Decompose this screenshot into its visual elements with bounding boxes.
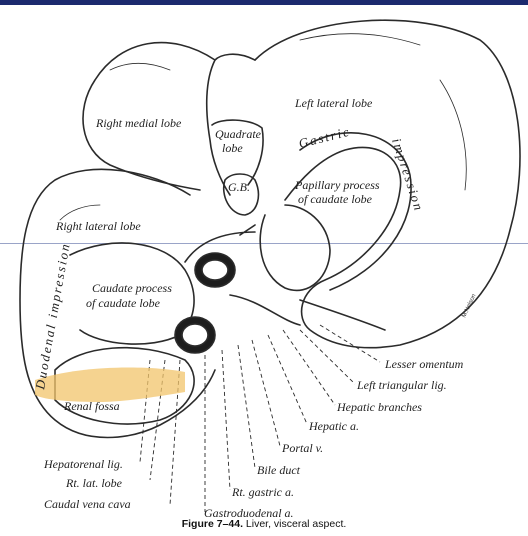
caption-text: Liver, visceral aspect.	[245, 518, 347, 530]
guide-line	[0, 243, 528, 244]
label-rt-lat-lobe: Rt. lat. lobe	[65, 476, 123, 490]
label-hepatic-branches: Hepatic branches	[336, 400, 422, 414]
label-hepatic-a: Hepatic a.	[308, 419, 359, 433]
right-lateral-lobe-outline	[19, 168, 216, 439]
label-gastric: Gastric	[297, 124, 352, 151]
label-papillary-1: Papillary process	[294, 178, 380, 192]
label-quadrate-1: Quadrate	[215, 127, 262, 141]
top-border-bar	[0, 0, 528, 5]
label-duodenal-impression: Duodenal impression	[32, 241, 73, 391]
label-right-lateral-lobe: Right lateral lobe	[55, 219, 141, 233]
gastric-impression-edge	[299, 132, 412, 291]
right-medial-lobe-outline	[82, 41, 216, 191]
label-bile-duct: Bile duct	[257, 463, 301, 477]
label-caudal-vena-cava: Caudal vena cava	[44, 497, 131, 511]
caudate-process-outline	[69, 242, 195, 345]
label-gb: G.B.	[228, 180, 250, 194]
label-rt-gastric-a: Rt. gastric a.	[231, 485, 294, 499]
label-papillary-2: of caudate lobe	[298, 192, 373, 206]
label-hepatorenal-lig: Hepatorenal lig.	[43, 457, 123, 471]
caption-number: Figure 7–44.	[181, 518, 243, 530]
left-lateral-lobe-outline	[254, 19, 521, 349]
renal-fossa-outline	[54, 346, 195, 425]
quadrate-lobe-outline	[211, 119, 264, 186]
artist-signature: M.Nelson	[461, 293, 477, 319]
label-gastroduodenal-a: Gastroduodenal a.	[204, 506, 294, 520]
gallbladder-outline	[223, 173, 260, 216]
lesser-omentum-edge	[299, 299, 386, 331]
renal-fossa-highlight	[35, 367, 185, 402]
label-caudate-2: of caudate lobe	[86, 296, 161, 310]
label-renal-fossa: Renal fossa	[63, 399, 120, 413]
figure-caption: Figure 7–44. Liver, visceral aspect.	[0, 518, 528, 530]
label-lesser-omentum: Lesser omentum	[384, 357, 464, 371]
label-left-lateral-lobe: Left lateral lobe	[294, 96, 373, 110]
label-portal-v: Portal v.	[281, 441, 323, 455]
hepatic-artery-branches	[184, 224, 301, 326]
papillary-process-outline	[259, 204, 331, 292]
label-left-triangular-lig: Left triangular lig.	[356, 378, 447, 392]
label-right-medial-lobe: Right medial lobe	[95, 116, 182, 130]
label-caudate-1: Caudate process	[92, 281, 172, 295]
label-quadrate-2: lobe	[222, 141, 243, 155]
label-impression: impression	[389, 136, 427, 213]
